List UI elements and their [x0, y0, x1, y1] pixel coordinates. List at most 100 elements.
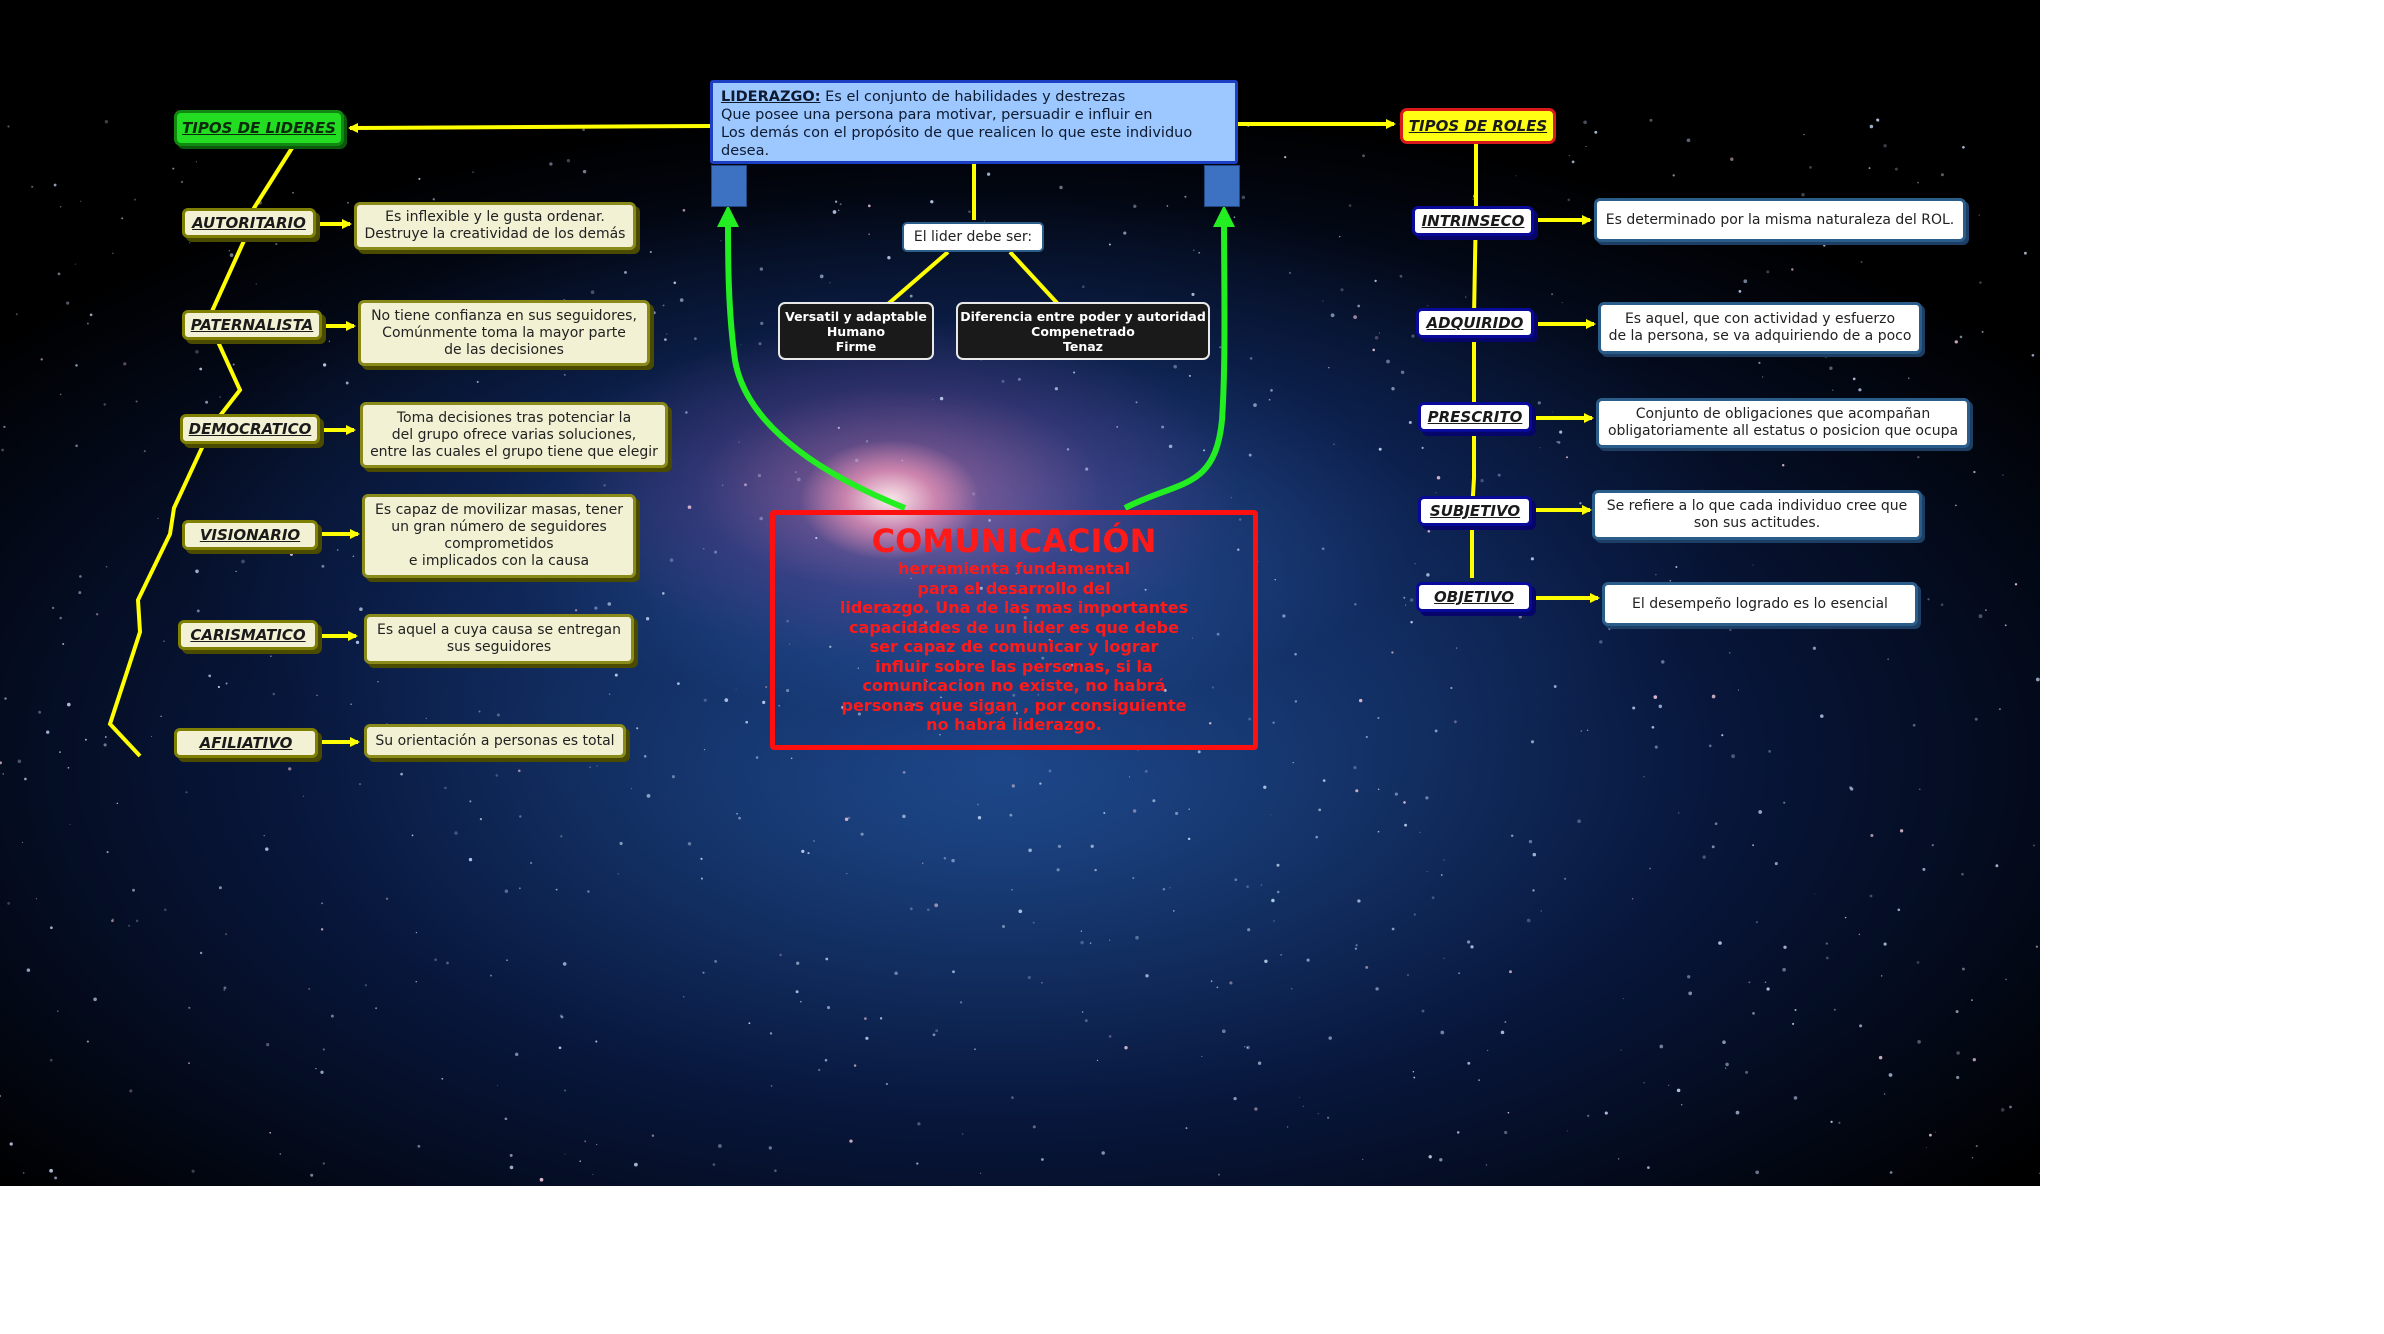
star [1230, 497, 1232, 499]
star [829, 645, 832, 648]
star [128, 924, 131, 927]
star [1563, 877, 1567, 880]
star [229, 253, 234, 257]
star [1497, 473, 1501, 477]
star [560, 835, 563, 838]
star [549, 162, 553, 166]
star [103, 403, 106, 406]
star [1978, 614, 1983, 619]
star [46, 730, 50, 734]
star [1362, 154, 1365, 158]
star [322, 1048, 325, 1051]
star [1620, 1049, 1622, 1051]
star [1270, 389, 1273, 392]
star [983, 220, 985, 222]
star [1208, 722, 1212, 725]
star [584, 1140, 587, 1143]
star [786, 619, 790, 623]
star [1257, 1061, 1262, 1065]
star [59, 616, 62, 620]
star [1876, 118, 1880, 122]
star [518, 769, 521, 773]
star [1450, 686, 1453, 690]
star [279, 1153, 282, 1155]
star [104, 120, 109, 124]
star [1869, 124, 1874, 129]
star [1985, 609, 1987, 611]
star [74, 263, 77, 265]
star [446, 961, 449, 965]
star [1216, 986, 1219, 989]
star [1537, 401, 1541, 405]
star [1041, 656, 1045, 660]
star [1631, 898, 1634, 900]
star [352, 555, 355, 558]
star [1832, 389, 1834, 391]
star [418, 177, 421, 180]
star [1037, 694, 1040, 696]
star [1579, 502, 1582, 505]
star [509, 1165, 514, 1170]
star [790, 757, 793, 760]
star [1365, 735, 1368, 739]
star [952, 970, 955, 974]
star [2009, 1105, 2012, 1109]
star [1714, 822, 1718, 826]
star [1405, 604, 1407, 606]
star [320, 1070, 324, 1074]
star [385, 897, 389, 901]
star [1168, 444, 1173, 449]
star [758, 342, 762, 346]
star [1162, 887, 1166, 891]
star [682, 209, 686, 212]
star [1391, 927, 1395, 931]
star [1386, 359, 1390, 364]
star [1246, 1047, 1248, 1049]
star [2014, 583, 2018, 586]
star [1803, 133, 1805, 136]
star [960, 1001, 963, 1004]
star [1859, 1024, 1863, 1028]
star [495, 774, 499, 777]
star [2031, 353, 2035, 357]
star [1974, 717, 1978, 721]
star [1643, 1081, 1646, 1084]
star [768, 1146, 772, 1150]
star [1782, 967, 1786, 972]
star [1758, 810, 1763, 814]
star [1737, 689, 1739, 691]
star [24, 777, 27, 781]
star [558, 1046, 562, 1050]
star [275, 243, 278, 246]
star [199, 367, 203, 371]
star [1688, 991, 1693, 996]
star [1540, 910, 1542, 912]
star [664, 338, 667, 341]
star [1374, 279, 1377, 283]
star [910, 577, 912, 579]
star [1132, 809, 1137, 813]
star [679, 298, 684, 302]
star [2035, 677, 2040, 682]
star [1755, 1170, 1760, 1175]
star [1617, 1158, 1620, 1160]
star [358, 783, 362, 786]
star [1998, 708, 2001, 711]
star [865, 440, 869, 443]
star [1330, 313, 1335, 318]
star [961, 1133, 964, 1135]
star [1515, 175, 1517, 177]
star [1912, 723, 1916, 727]
star [1354, 947, 1358, 950]
star [57, 1010, 59, 1012]
star [1833, 1008, 1836, 1011]
star [1375, 987, 1379, 991]
star [1566, 1130, 1569, 1132]
star [703, 547, 705, 550]
star [1101, 1151, 1105, 1155]
star [1783, 801, 1786, 804]
communication-title: COMUNICACIÓN [871, 522, 1157, 560]
star [853, 1064, 857, 1067]
star [1056, 868, 1060, 872]
star [1023, 616, 1027, 620]
